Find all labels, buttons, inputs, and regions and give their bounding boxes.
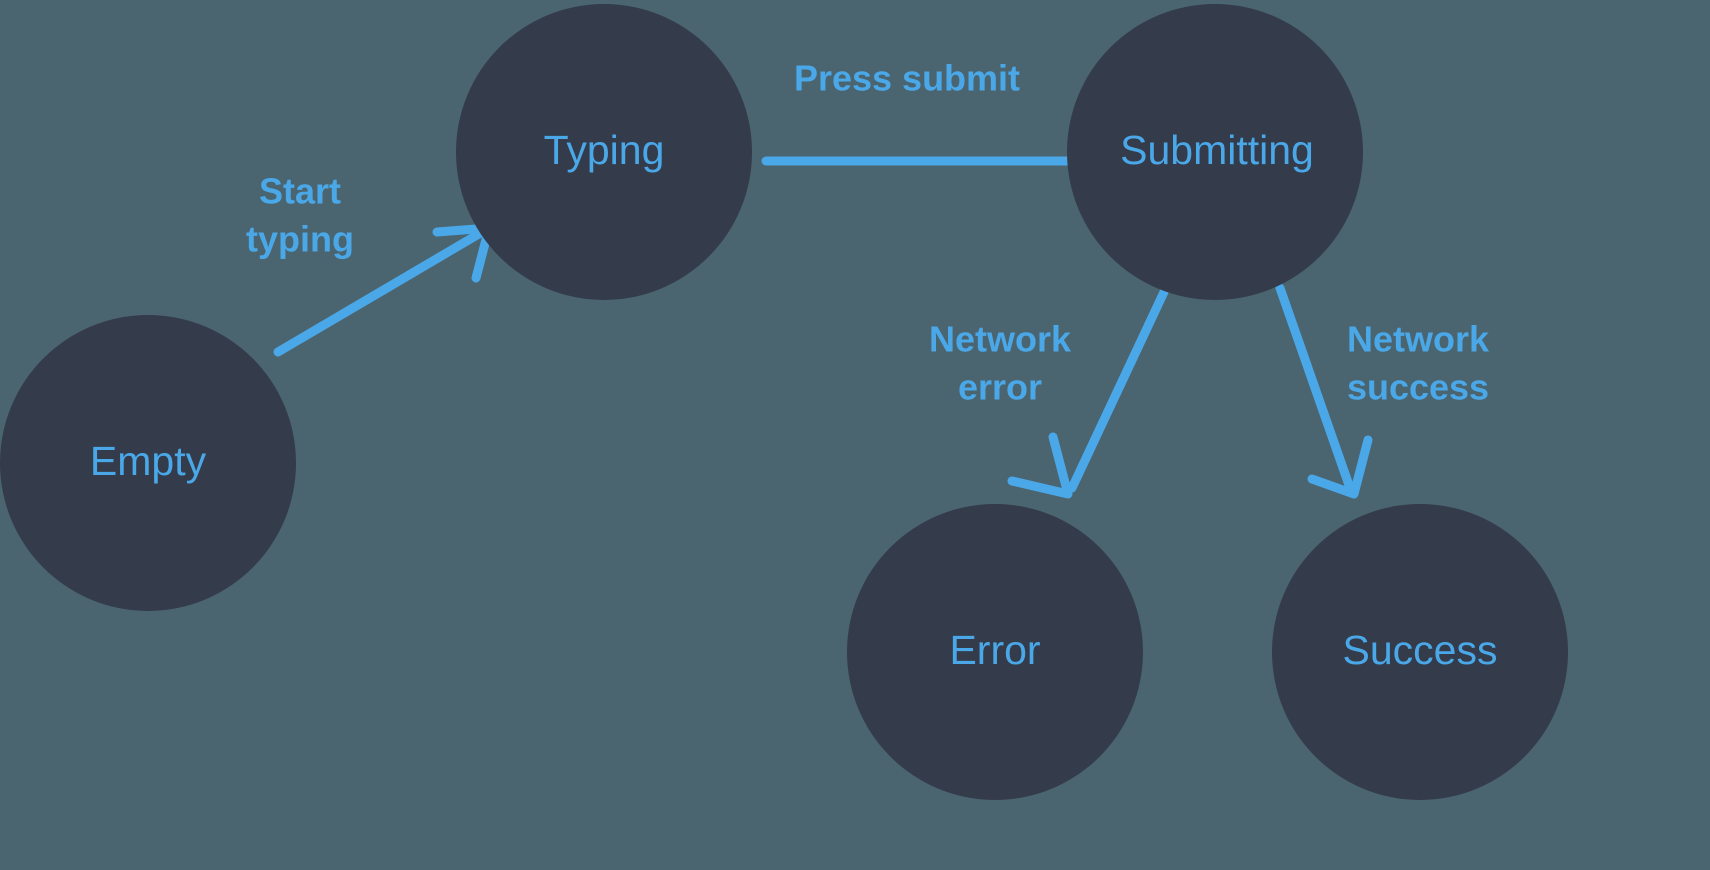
edge-submitting-to-error-line — [1067, 287, 1169, 493]
edge-label-network-error: Network error — [929, 319, 1072, 408]
edge-label-start-typing-line1: Start — [259, 171, 341, 212]
node-typing-circle[interactable] — [456, 4, 752, 300]
edge-submitting-to-error-arrowhead — [1007, 432, 1073, 499]
edge-label-start-typing: Start typing — [246, 171, 354, 260]
node-typing[interactable]: Typing — [456, 4, 752, 300]
edge-submitting-to-success-arrowhead — [1307, 435, 1373, 499]
edge-label-network-success-line2: success — [1347, 367, 1489, 408]
edge-empty-to-typing-line — [273, 223, 494, 357]
edge-submitting-to-error — [1007, 287, 1169, 499]
node-submitting[interactable]: Submitting — [1067, 4, 1363, 300]
edge-label-network-error-line2: error — [958, 367, 1042, 408]
node-empty-circle[interactable] — [0, 315, 296, 611]
node-error[interactable]: Error — [847, 504, 1143, 800]
node-typing-label: Typing — [544, 127, 665, 173]
node-success-circle[interactable] — [1272, 504, 1568, 800]
edge-label-network-success-line1: Network — [1347, 319, 1490, 360]
node-empty[interactable]: Empty — [0, 315, 296, 611]
node-submitting-label: Submitting — [1120, 127, 1314, 173]
edge-label-network-success: Network success — [1347, 319, 1490, 408]
node-empty-label: Empty — [90, 438, 207, 484]
node-success[interactable]: Success — [1272, 504, 1568, 800]
edge-label-start-typing-line2: typing — [246, 219, 354, 260]
node-submitting-circle[interactable] — [1067, 4, 1363, 300]
node-error-circle[interactable] — [847, 504, 1143, 800]
edge-submitting-to-success-line — [1275, 283, 1355, 493]
edge-label-press-submit-line1: Press submit — [794, 58, 1020, 99]
node-error-label: Error — [949, 627, 1040, 673]
edge-label-press-submit: Press submit — [794, 58, 1020, 99]
node-success-label: Success — [1343, 627, 1498, 673]
edge-submitting-to-success — [1275, 283, 1373, 499]
edge-label-network-error-line1: Network — [929, 319, 1072, 360]
